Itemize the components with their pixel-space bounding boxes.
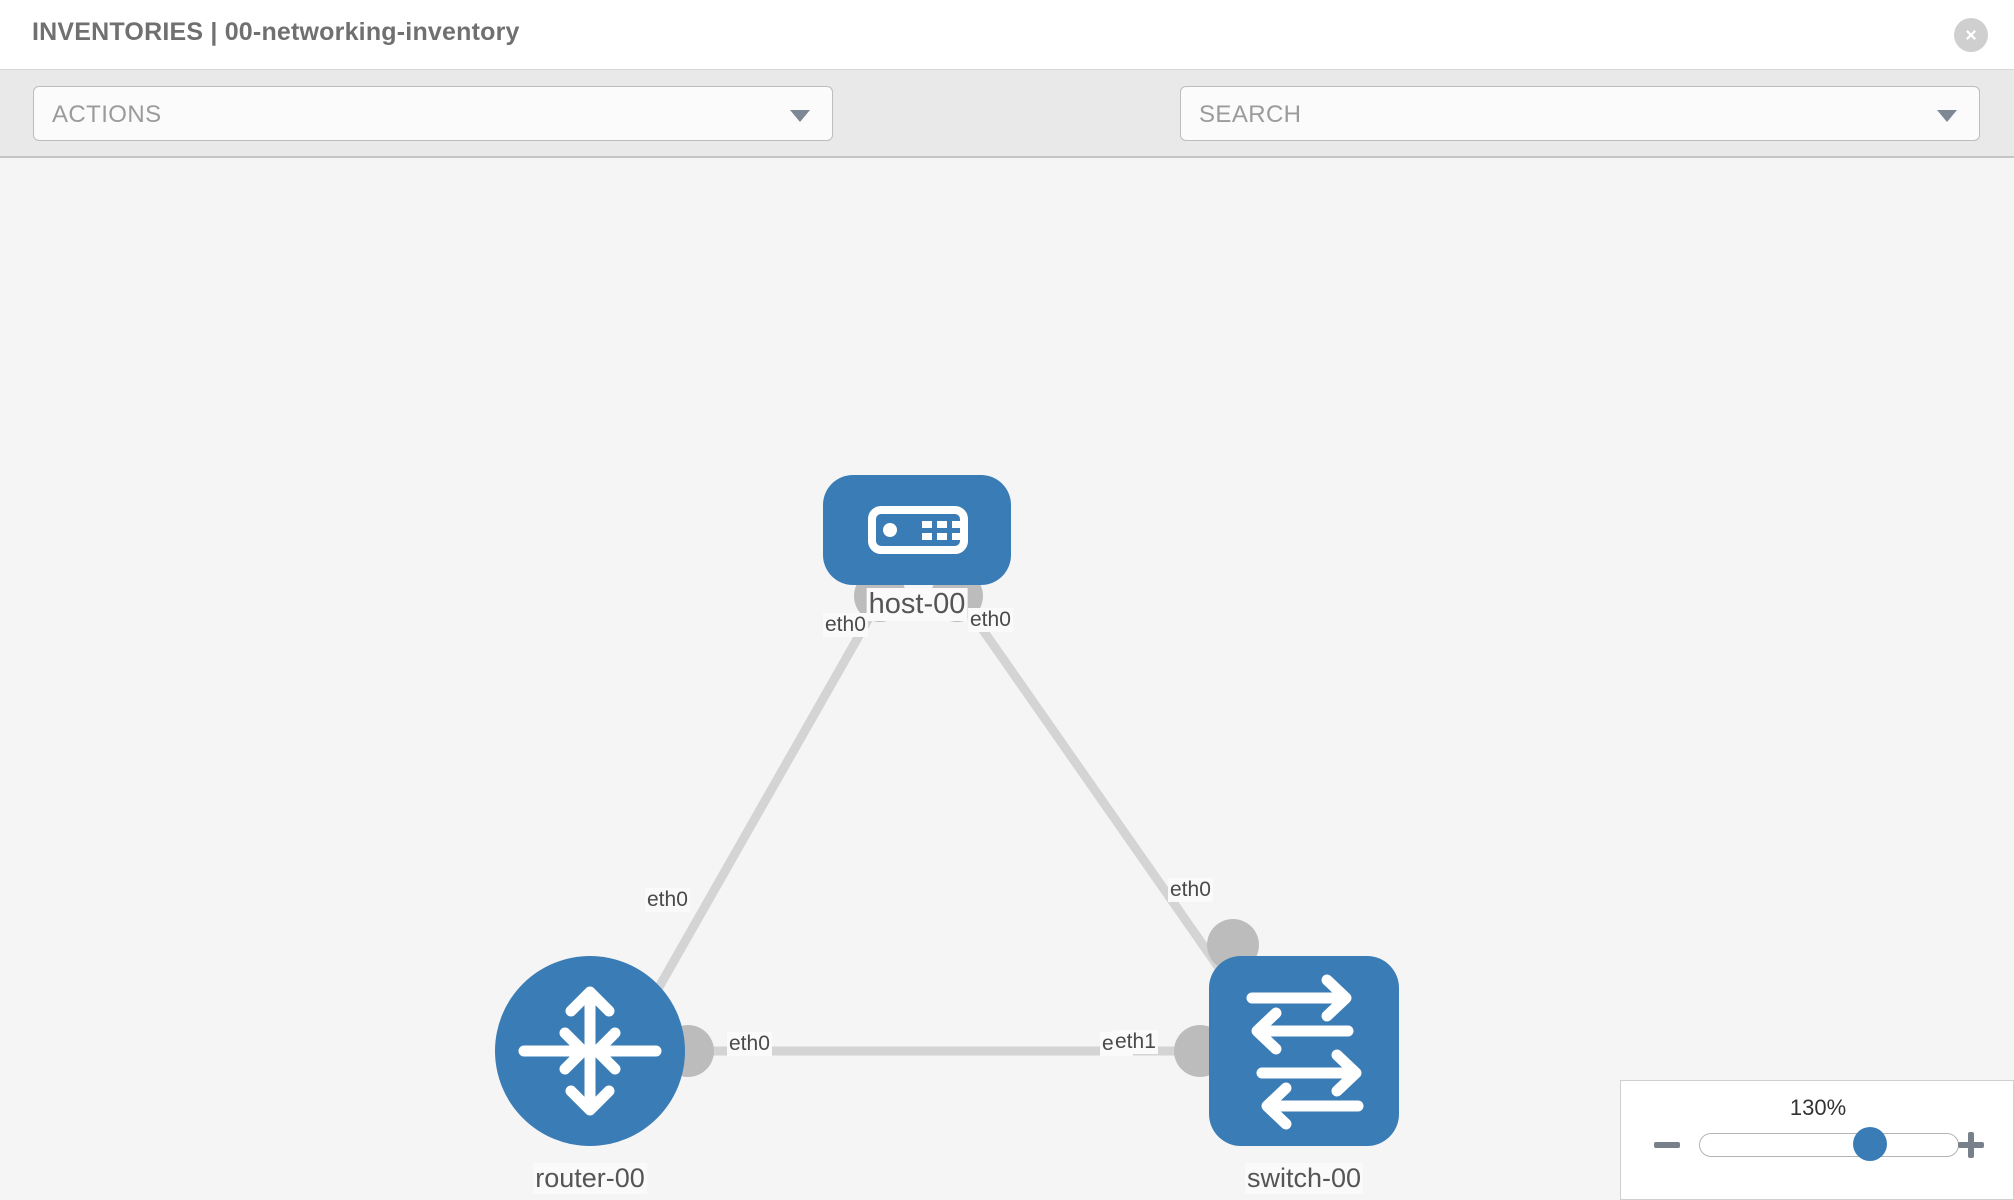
- node-label-router-00: router-00: [533, 1163, 647, 1194]
- switch-arrows-icon: [1246, 974, 1364, 1130]
- edge-label-router-up: eth0: [645, 888, 690, 912]
- zoom-control-panel: 130%: [1620, 1080, 2014, 1200]
- actions-dropdown[interactable]: ACTIONS: [33, 86, 833, 141]
- topology-graph: [495, 475, 1399, 1146]
- router-arrows-icon: [518, 986, 662, 1116]
- node-label-host-00: host-00: [866, 588, 968, 621]
- node-host-00[interactable]: [823, 475, 1011, 585]
- zoom-level-label: 130%: [1789, 1095, 1847, 1120]
- edge-host-switch: [951, 587, 1244, 1001]
- page-title: INVENTORIES | 00-networking-inventory: [32, 18, 520, 46]
- zoom-in-button[interactable]: [1955, 1129, 1987, 1161]
- zoom-out-button[interactable]: [1651, 1129, 1683, 1161]
- close-button[interactable]: [1954, 18, 1988, 52]
- node-router-00[interactable]: [495, 956, 685, 1146]
- topology-canvas[interactable]: host-00 router-00 switch-00 eth0 eth0 et…: [0, 158, 2014, 1200]
- search-placeholder: SEARCH: [1199, 101, 1302, 128]
- toolbar: ACTIONS SEARCH: [0, 70, 2014, 202]
- edge-host-router: [646, 587, 889, 1006]
- actions-dropdown-label: ACTIONS: [52, 101, 162, 128]
- node-label-switch-00: switch-00: [1244, 1163, 1364, 1194]
- zoom-slider-thumb[interactable]: [1853, 1127, 1888, 1161]
- page-header: INVENTORIES | 00-networking-inventory: [0, 0, 2014, 70]
- edge-label-switch-up: eth0: [1168, 878, 1213, 902]
- search-input[interactable]: SEARCH: [1180, 86, 1980, 141]
- close-icon: [1960, 24, 1982, 46]
- chevron-down-icon[interactable]: [1937, 110, 1957, 122]
- edge-label-host-left: eth0: [823, 613, 868, 637]
- edge-label-host-right: eth0: [968, 608, 1013, 632]
- zoom-slider[interactable]: [1699, 1127, 1959, 1161]
- server-icon: [868, 506, 968, 554]
- edge-label-switch-left-b: eth1: [1113, 1030, 1158, 1054]
- edge-label-router-right: eth0: [727, 1032, 772, 1056]
- node-switch-00[interactable]: [1209, 956, 1399, 1146]
- chevron-down-icon: [790, 110, 810, 122]
